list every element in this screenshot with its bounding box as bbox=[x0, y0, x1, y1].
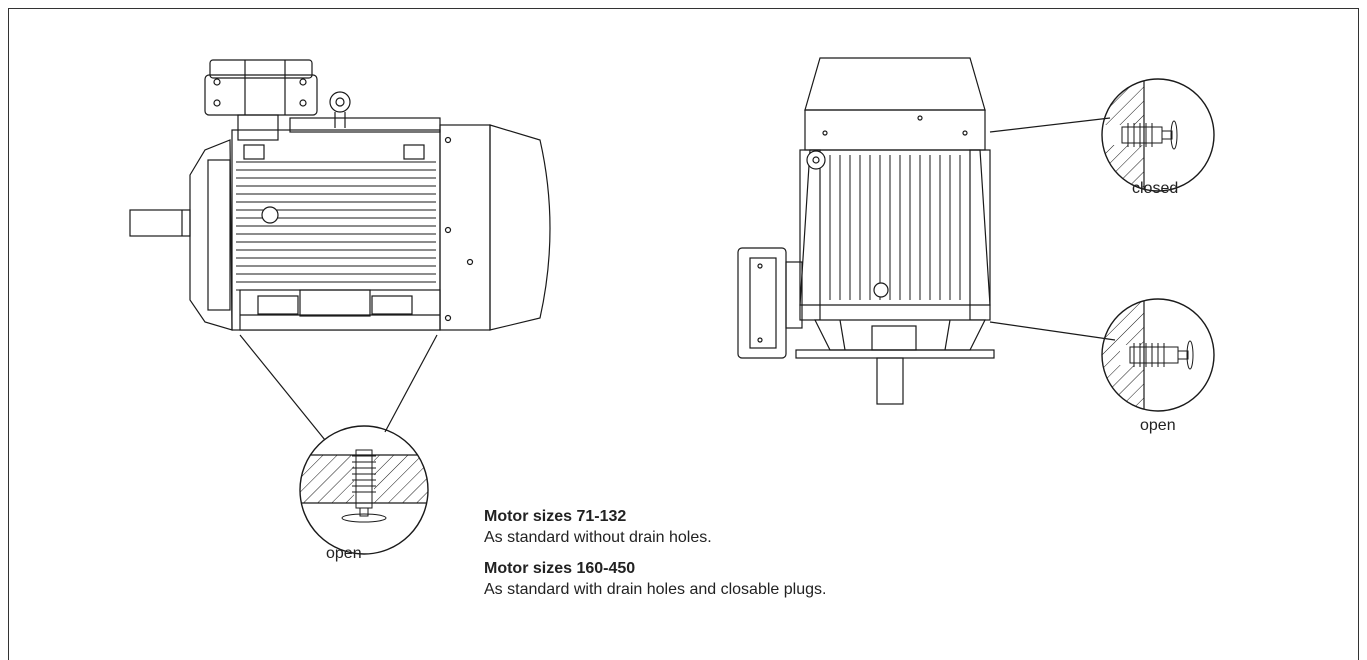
side-leader-right bbox=[384, 334, 438, 433]
front-fan-hood bbox=[804, 57, 986, 111]
note-heading: Motor sizes 71-132 bbox=[484, 508, 627, 525]
front-lifting-eye bbox=[806, 150, 826, 170]
side-detail-label: open bbox=[326, 545, 362, 562]
side-cooling-fins bbox=[236, 161, 436, 291]
side-terminal-box bbox=[204, 59, 318, 141]
note-block-71-132: Motor sizes 71-132 As standard without d… bbox=[484, 506, 712, 548]
side-fan-cover bbox=[489, 124, 551, 331]
note-body: As standard with drain holes and closabl… bbox=[484, 581, 827, 598]
side-view-motor bbox=[129, 59, 551, 331]
side-detail-circle bbox=[299, 425, 429, 555]
side-feet bbox=[239, 289, 441, 331]
side-shaft bbox=[129, 209, 191, 237]
front-leader-top bbox=[989, 117, 1111, 133]
note-block-160-450: Motor sizes 160-450 As standard with dra… bbox=[484, 558, 826, 600]
front-detail-open bbox=[1101, 298, 1215, 412]
figure-frame bbox=[8, 8, 1359, 660]
note-heading: Motor sizes 160-450 bbox=[484, 560, 636, 577]
open-detail-label: open bbox=[1140, 417, 1176, 434]
side-lifting-eye bbox=[329, 91, 351, 113]
front-cooling-fins bbox=[829, 155, 961, 300]
front-frame bbox=[799, 149, 991, 306]
front-view-motor bbox=[737, 57, 995, 405]
note-body: As standard without drain holes. bbox=[484, 529, 712, 546]
side-leader-left bbox=[239, 334, 326, 441]
closed-detail-label: closed bbox=[1132, 180, 1179, 197]
front-shaft bbox=[876, 357, 904, 405]
front-terminal-box bbox=[737, 247, 803, 359]
front-leader-bottom bbox=[989, 321, 1116, 341]
front-detail-closed bbox=[1101, 78, 1215, 192]
front-base bbox=[795, 349, 995, 359]
side-endshield bbox=[189, 139, 233, 331]
